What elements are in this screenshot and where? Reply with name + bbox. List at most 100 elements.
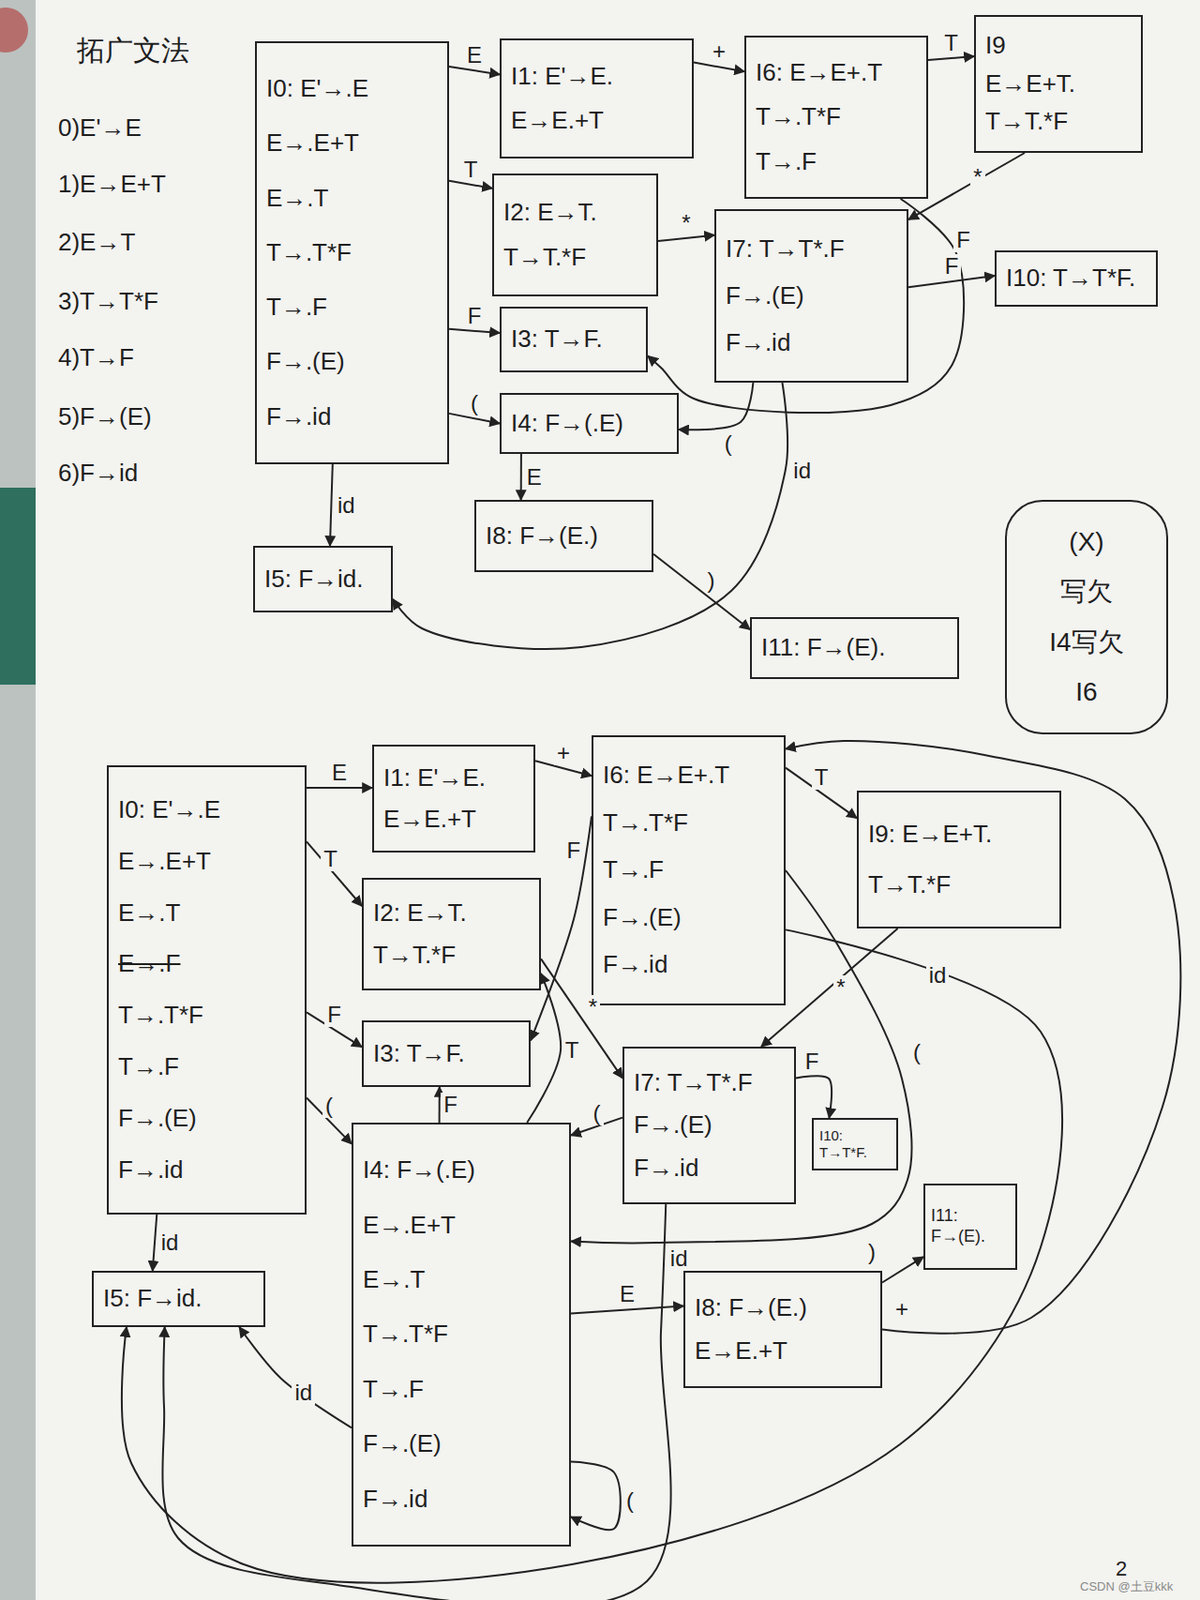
- edge-label: (: [910, 1039, 924, 1065]
- item-text: I10: T→T*F.: [819, 1126, 891, 1161]
- item-text: I8: F→(E.): [485, 521, 643, 551]
- item-text: F→.id: [725, 328, 898, 358]
- item-text: T→.T*F: [602, 808, 775, 838]
- edge-label: *: [678, 210, 693, 236]
- item-text: T→.T*F: [118, 1000, 296, 1030]
- edge-label: +: [554, 740, 573, 765]
- item-set-box: I6: E→E+.TT→.T*FT→.FF→.(E)F→.id: [591, 735, 786, 1005]
- item-text: T→.T*F: [266, 238, 438, 268]
- transition-arrow: [306, 840, 362, 906]
- grammar-rule: 1)E→E+T: [58, 169, 166, 199]
- item-text: I10: T→T*F.: [1005, 263, 1147, 293]
- watermark: CSDN @土豆kkk: [1080, 1578, 1173, 1594]
- edge-label: +: [709, 39, 729, 64]
- transition-arrow: [239, 1326, 352, 1427]
- item-text: E→.T: [362, 1264, 560, 1294]
- item-text: E→.T: [266, 183, 438, 213]
- item-text: E→E.+T: [510, 105, 683, 135]
- item-set-box: I0: E'→.EE→.E+TE→.TT→.T*FT→.FF→.(E)F→.id: [255, 41, 450, 465]
- edge-label: E: [616, 1281, 638, 1306]
- item-text: I7: T→T*.F: [725, 234, 898, 264]
- transition-arrow: [882, 1256, 924, 1282]
- transition-arrow: [795, 1075, 832, 1118]
- transition-arrow: [449, 66, 500, 75]
- edge-label: F: [563, 838, 584, 863]
- edge-label: +: [892, 1296, 912, 1321]
- item-text: T→.F: [602, 855, 775, 885]
- edge-label: *: [585, 994, 600, 1020]
- item-set-box: I10: T→T*F.: [994, 250, 1158, 307]
- item-text: I11: F→(E).: [930, 1205, 1010, 1246]
- item-text: E→E.+T: [694, 1335, 871, 1365]
- transition-arrow: [449, 180, 493, 189]
- item-text: I7: T→T*.F: [633, 1067, 785, 1097]
- transition-arrow: [449, 329, 500, 333]
- edge-label: id: [790, 458, 814, 483]
- item-text: F→.(E): [118, 1103, 296, 1133]
- item-text: I6: E→E+.T: [602, 760, 775, 790]
- edge-label: F: [802, 1049, 823, 1074]
- item-text: T→.T*F: [755, 102, 917, 132]
- edge-label: (: [721, 431, 735, 456]
- edge-label: id: [334, 493, 359, 518]
- edge-label: id: [667, 1245, 691, 1271]
- item-text: I4: F→(.E): [510, 408, 668, 438]
- item-set-box: I9: E→E+T.T→T.*F: [856, 790, 1062, 929]
- edge-label: *: [833, 975, 848, 1000]
- edge-label: ): [705, 568, 719, 593]
- item-text: F→.(E): [633, 1110, 785, 1140]
- item-set-box: I6: E→E+.T T→.T*F T→.F: [744, 35, 929, 199]
- edge-label: F: [942, 254, 962, 279]
- item-text: I11: F→(E).: [761, 632, 948, 662]
- item-set-box: I1: E'→E. E→E.+T: [499, 38, 694, 159]
- edge-label: E: [524, 465, 545, 490]
- item-text: T→.F: [755, 147, 917, 177]
- edge-label: T: [941, 30, 961, 56]
- page-number: 2: [1115, 1556, 1127, 1581]
- book-cover-band: [0, 487, 36, 685]
- item-text: I9: [985, 30, 1132, 60]
- item-text: I1: E'→E.: [510, 61, 683, 91]
- grammar-rule: 2)E→T: [58, 227, 135, 257]
- item-text: I4: F→(.E): [362, 1155, 560, 1185]
- transition-arrow: [152, 1214, 158, 1271]
- item-text: I2: E→T.: [373, 898, 530, 928]
- transition-arrow: [570, 1305, 684, 1314]
- item-text: I5: F→id.: [103, 1283, 255, 1313]
- item-text: T→T.*F: [503, 242, 647, 272]
- transition-arrow: [570, 1461, 621, 1530]
- transition-arrow: [785, 740, 1181, 1334]
- item-text: T→T.*F: [985, 106, 1132, 136]
- edge-label: id: [291, 1380, 315, 1405]
- note-text: I6: [1075, 675, 1097, 708]
- note-text: (X): [1068, 525, 1104, 558]
- grammar-rule: 0)E'→E: [58, 113, 142, 143]
- item-set-box: I2: E→T. T→T.*F: [492, 173, 659, 297]
- transition-arrow: [653, 554, 750, 630]
- item-text: I6: E→E+.T: [755, 58, 917, 88]
- edge-label: id: [158, 1230, 182, 1255]
- item-set-box: I7: T→T*.FF→.(E)F→.id: [714, 209, 909, 383]
- item-text: F→.(E): [266, 346, 438, 376]
- transition-arrow: [928, 56, 975, 60]
- edge-label: T: [562, 1037, 583, 1063]
- item-text: E→E+T.: [985, 69, 1132, 99]
- item-text: I2: E→T.: [503, 197, 647, 227]
- transition-arrow: [392, 382, 788, 649]
- grammar-rule: 4)T→F: [58, 343, 135, 373]
- item-text: I1: E'→E.: [383, 763, 525, 793]
- item-text: I3: T→F.: [373, 1038, 520, 1068]
- item-set-box: I9E→E+T. T→T.*F: [974, 15, 1143, 153]
- item-set-box: I0: E'→.EE→.E+TE→.TE→.FT→.T*FT→.FF→.(E)F…: [106, 765, 307, 1215]
- item-set-box: I5: F→id.: [91, 1270, 266, 1327]
- item-text: E→.F: [118, 948, 296, 978]
- edge-label: F: [324, 1002, 345, 1027]
- item-text: T→.T*F: [362, 1319, 560, 1349]
- edge-label: (: [322, 1093, 336, 1118]
- transition-arrow: [306, 786, 373, 789]
- item-set-box: I3: T→F.: [499, 306, 648, 373]
- item-set-box: I5: F→id.: [253, 545, 393, 613]
- item-set-box: I1: E'→E.E→E.+T: [372, 744, 536, 853]
